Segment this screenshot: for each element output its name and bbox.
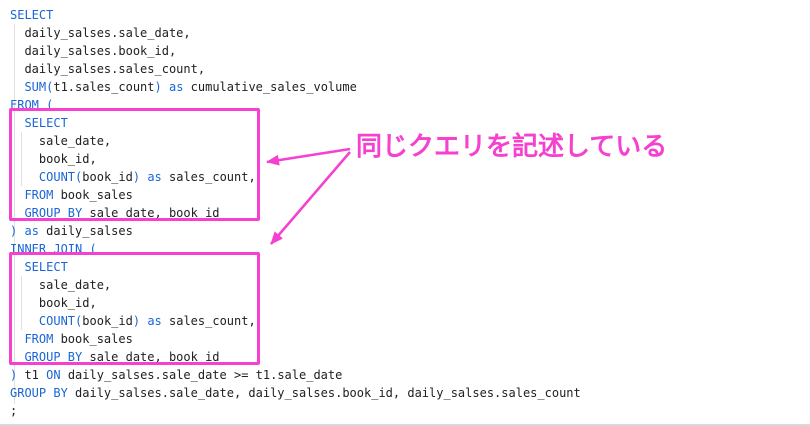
code-line: book_id, [10, 152, 97, 166]
code-line: sale_date, [10, 134, 112, 148]
sql-code: SELECT daily_salses.sale_date, daily_sal… [10, 6, 581, 420]
code-line: sale_date, [10, 278, 112, 292]
code-line: daily_salses.sales_count, [10, 62, 206, 76]
code-line: ) t1 ON daily_salses.sale_date >= t1.sal… [10, 368, 343, 382]
code-line: SELECT [24, 260, 68, 274]
bottom-divider [0, 424, 810, 426]
code-line: ) as daily_salses [10, 224, 133, 238]
indent-guide [21, 276, 22, 330]
code-line: book_id, [10, 296, 97, 310]
indent-guide [21, 132, 22, 186]
code-line: SUM(t1.sales_count) as cumulative_sales_… [24, 80, 357, 94]
code-line: FROM book_sales [24, 188, 133, 202]
code-line: GROUP BY sale_date, book_id [24, 350, 220, 364]
code-line: GROUP BY daily_salses.sale_date, daily_s… [10, 386, 581, 400]
indent-guide [14, 24, 15, 404]
annotation-text: 同じクエリを記述している [356, 132, 668, 162]
code-line: daily_salses.book_id, [10, 44, 177, 58]
code-line: ; [10, 404, 18, 418]
code-line: daily_salses.sale_date, [10, 26, 191, 40]
code-line: SELECT [10, 8, 54, 22]
highlight-box-subquery-2 [9, 252, 260, 365]
highlight-box-subquery-1 [9, 108, 260, 221]
code-line: FROM book_sales [24, 332, 133, 346]
code-line: GROUP BY sale_date, book_id [24, 206, 220, 220]
code-line: SELECT [24, 116, 68, 130]
code-line: COUNT(book_id) as sales_count, [38, 170, 256, 184]
code-line: COUNT(book_id) as sales_count, [38, 314, 256, 328]
